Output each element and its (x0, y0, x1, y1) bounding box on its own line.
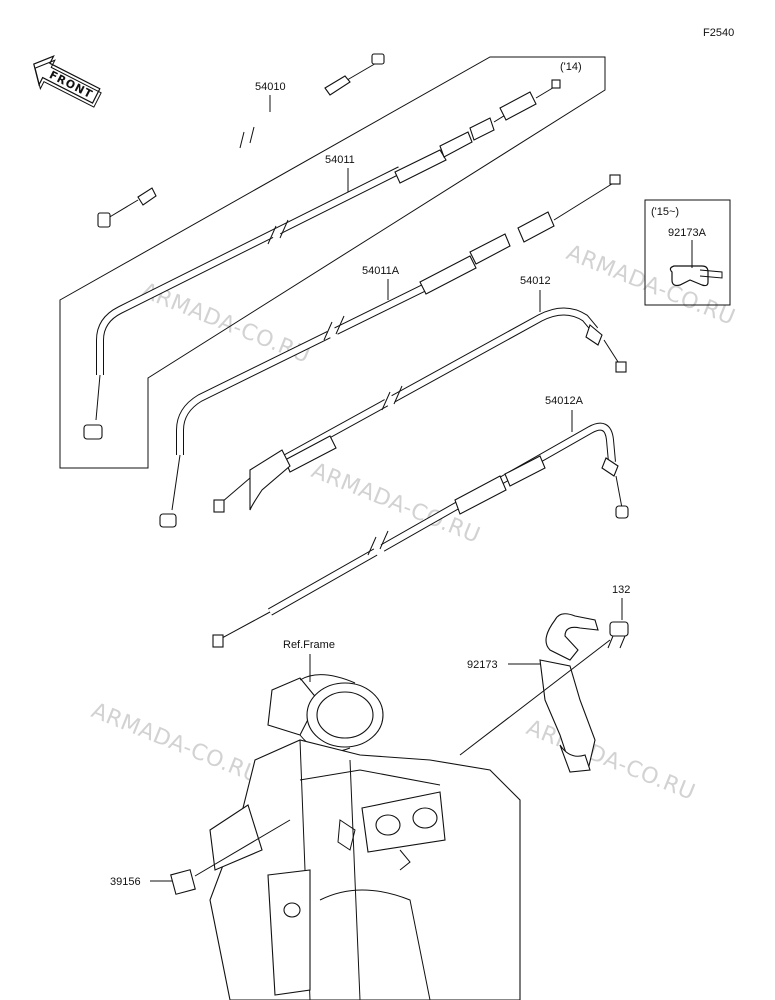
cable-54011 (83, 79, 561, 440)
label-92173: 92173 (467, 659, 498, 671)
label-92173a: 92173A (668, 227, 707, 239)
label-39156: 39156 (110, 876, 141, 888)
bracket-92173 (539, 613, 599, 773)
front-arrow-icon: FRONT (33, 55, 102, 108)
year-14-label: ('14) (560, 61, 582, 73)
label-54012: 54012 (520, 275, 551, 287)
year-15-box (644, 199, 731, 306)
year-15-label: ('15~) (651, 206, 679, 218)
cable-54012 (213, 307, 627, 513)
year-14-box (59, 56, 606, 469)
ref-frame-label: Ref.Frame (283, 639, 335, 651)
label-132: 132 (612, 584, 630, 596)
bolt-132 (607, 621, 629, 649)
label-54011: 54011 (325, 154, 355, 166)
label-54012a: 54012A (545, 395, 584, 407)
label-54011a: 54011A (362, 265, 400, 277)
label-plate-39156 (170, 869, 196, 895)
bracket-pointer-line (459, 639, 611, 756)
figure-code: F2540 (703, 27, 734, 39)
cable-54011a (159, 174, 621, 528)
watermark-4: ARMADA-CO.RU (88, 698, 264, 788)
frame-assembly (209, 674, 521, 1000)
watermark-5: ARMADA-CO.RU (523, 715, 699, 805)
cable-54010 (97, 53, 385, 228)
cable-54012a (212, 422, 629, 648)
watermarks: ARMADA-CO.RU ARMADA-CO.RU ARMADA-CO.RU A… (88, 240, 739, 805)
clip-92173a (669, 265, 709, 287)
label-54010: 54010 (255, 81, 286, 93)
